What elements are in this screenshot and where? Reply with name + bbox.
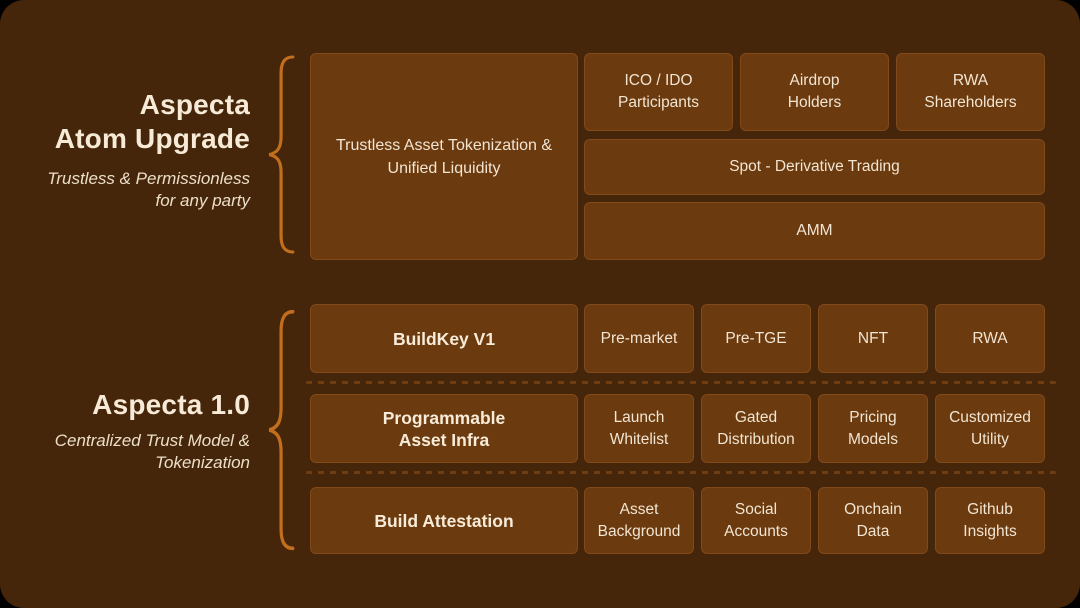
box-build-attestation: Build Attestation xyxy=(310,487,578,554)
box-asset-background: Asset Background xyxy=(584,487,694,554)
box-pre-market: Pre-market xyxy=(584,304,694,373)
box-ico-ido-participants: ICO / IDO Participants xyxy=(584,53,733,131)
box-github-insights: Github Insights xyxy=(935,487,1045,554)
box-pricing-models: Pricing Models xyxy=(818,394,928,463)
box-social-accounts: Social Accounts xyxy=(701,487,811,554)
section-title: Aspecta xyxy=(139,89,250,120)
dashed-divider xyxy=(306,381,1056,384)
box-nft: NFT xyxy=(818,304,928,373)
curly-brace-icon xyxy=(268,55,295,254)
box-airdrop-holders: Airdrop Holders xyxy=(740,53,889,131)
section-title: Aspecta 1.0 xyxy=(92,389,250,420)
box-onchain-data: Onchain Data xyxy=(818,487,928,554)
box-buildkey-v1: BuildKey V1 xyxy=(310,304,578,373)
box-amm: AMM xyxy=(584,202,1045,260)
curly-brace-icon xyxy=(268,309,295,551)
box-gated-distribution: Gated Distribution xyxy=(701,394,811,463)
box-rwa: RWA xyxy=(935,304,1045,373)
dashed-divider xyxy=(306,471,1056,474)
box-programmable-asset-infra: Programmable Asset Infra xyxy=(310,394,578,463)
box-rwa-shareholders: RWA Shareholders xyxy=(896,53,1045,131)
section-subtitle: Trustless & Permissionless for any party xyxy=(47,169,250,210)
section-aspecta-1-0-label: Aspecta 1.0 Centralized Trust Model & To… xyxy=(0,388,250,474)
section-atom-upgrade-label: Aspecta Atom Upgrade Trustless & Permiss… xyxy=(0,88,250,212)
box-spot-derivative-trading: Spot - Derivative Trading xyxy=(584,139,1045,195)
box-pre-tge: Pre-TGE xyxy=(701,304,811,373)
section-subtitle: Centralized Trust Model & Tokenization xyxy=(54,431,250,472)
section-title: Atom Upgrade xyxy=(54,123,250,154)
box-launch-whitelist: Launch Whitelist xyxy=(584,394,694,463)
box-customized-utility: Customized Utility xyxy=(935,394,1045,463)
box-trustless-asset-tokenization: Trustless Asset Tokenization & Unified L… xyxy=(310,53,578,260)
